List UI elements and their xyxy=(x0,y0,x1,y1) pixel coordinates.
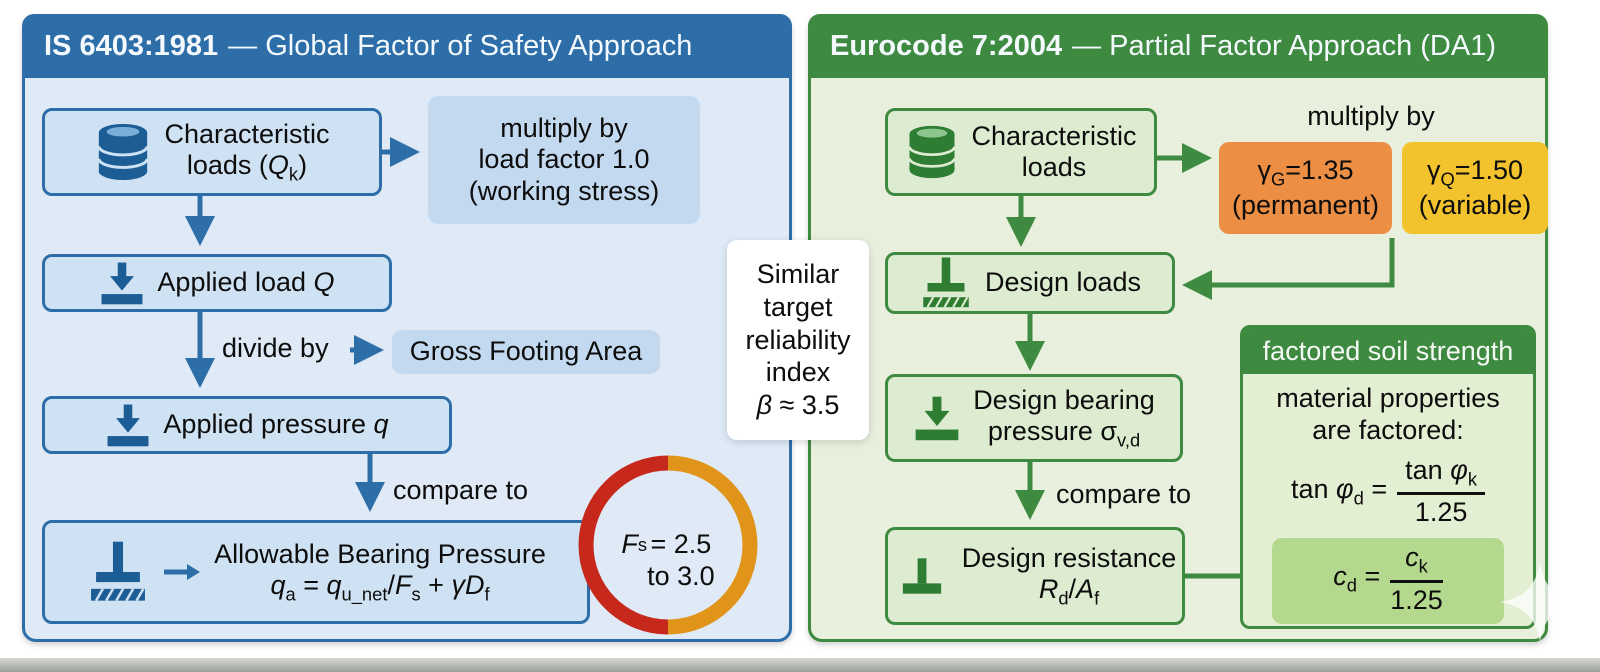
left-flow-arrows xyxy=(185,137,420,512)
footing-icon xyxy=(91,541,146,602)
panel-is6403: IS 6403:1981 — Global Factor of Safety A… xyxy=(22,14,792,642)
load-arrow-icon xyxy=(107,404,149,447)
gamma-g-box: γG=1.35(permanent) xyxy=(1219,142,1392,234)
gamma-q-label: γQ=1.50(variable) xyxy=(1418,155,1532,220)
tan-phi-numerator: tan φk xyxy=(1397,455,1486,496)
right-panel-header: Eurocode 7:2004 — Partial Factor Approac… xyxy=(808,14,1548,78)
load-arrow-icon xyxy=(915,396,959,441)
cohesion-lhs: cd = xyxy=(1333,561,1381,596)
multiply-by-label: multiply by xyxy=(1307,101,1435,131)
gross-footing-area-label: Gross Footing Area xyxy=(409,336,643,367)
footing-icon xyxy=(902,558,941,594)
compare-to-label-left: compare to xyxy=(393,475,529,505)
panel-eurocode7: Eurocode 7:2004 — Partial Factor Approac… xyxy=(808,14,1548,642)
allowable-bearing-label: Allowable Bearing Pressure qa = qu_net/F… xyxy=(214,539,546,605)
design-loads-box: Design loads xyxy=(885,252,1175,314)
right-arrow-icon xyxy=(164,564,201,580)
right-header-code: Eurocode 7:2004 xyxy=(830,29,1063,62)
cohesion-numerator: ck xyxy=(1390,542,1443,583)
right-flow-arrows xyxy=(1006,143,1395,579)
divide-by-label: divide by xyxy=(222,333,329,363)
gamma-g-label: γG=1.35(permanent) xyxy=(1231,155,1380,220)
load-arrow-icon xyxy=(101,262,143,305)
footing-icon xyxy=(923,257,969,308)
design-loads-label: Design loads xyxy=(984,267,1142,298)
tan-phi-lhs: tan φd = xyxy=(1290,473,1388,509)
bottom-edge-strip xyxy=(0,658,1600,672)
applied-load-box: Applied load Q xyxy=(42,254,392,312)
applied-pressure-label: Applied pressure q xyxy=(163,409,389,440)
allowable-bearing-title: Allowable Bearing Pressure xyxy=(214,539,546,569)
gamma-q-box: γQ=1.50(variable) xyxy=(1402,142,1548,234)
ring-icon xyxy=(578,455,758,635)
left-header-code: IS 6403:1981 xyxy=(44,29,219,62)
allowable-bearing-box: Allowable Bearing Pressure qa = qu_net/F… xyxy=(42,520,590,624)
factored-soil-strength-panel: factored soil strength material properti… xyxy=(1240,325,1536,629)
applied-load-label: Applied load Q xyxy=(157,267,335,298)
tan-phi-fraction: tan φk 1.25 xyxy=(1397,455,1486,528)
left-header-title: — Global Factor of Safety Approach xyxy=(228,29,693,62)
database-icon xyxy=(908,125,957,179)
cohesion-formula: cd = ck 1.25 xyxy=(1272,542,1504,615)
applied-pressure-box: Applied pressure q xyxy=(42,396,452,454)
database-icon xyxy=(97,123,150,181)
tan-phi-formula: tan φd = tan φk 1.25 xyxy=(1290,455,1486,528)
compare-to-label-right: compare to xyxy=(1056,479,1192,509)
right-header-title: — Partial Factor Approach (DA1) xyxy=(1072,29,1496,62)
gross-footing-area-box: Gross Footing Area xyxy=(392,330,660,374)
tan-phi-denominator: 1.25 xyxy=(1414,497,1468,528)
allowable-bearing-formula: qa = qu_net/Fs + γDf xyxy=(270,570,490,605)
left-panel-header: IS 6403:1981 — Global Factor of Safety A… xyxy=(22,14,792,78)
cohesion-fraction: ck 1.25 xyxy=(1390,542,1443,615)
factored-soil-strength-header: factored soil strength xyxy=(1243,328,1533,374)
cohesion-denominator: 1.25 xyxy=(1390,584,1443,615)
sparkle-icon xyxy=(1500,562,1580,642)
cohesion-formula-box: cd = ck 1.25 xyxy=(1272,538,1504,624)
